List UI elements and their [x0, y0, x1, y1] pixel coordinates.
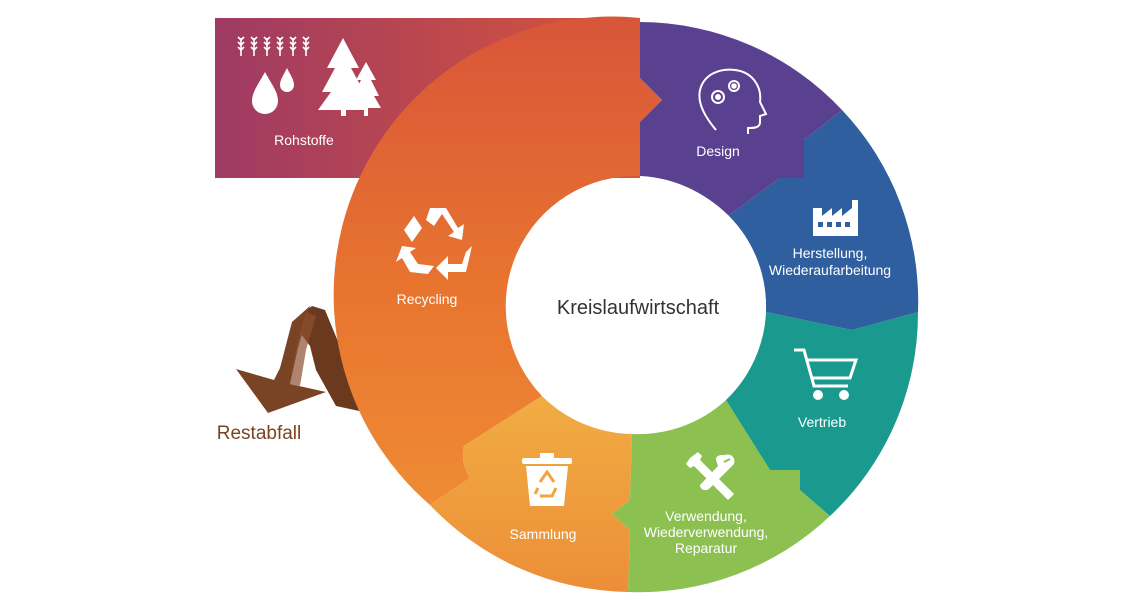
recycle-bin-icon	[522, 453, 572, 506]
segment-vertrieb	[726, 312, 919, 516]
recycle-icon	[396, 208, 472, 280]
verwendung-label-3: Reparatur	[675, 540, 738, 556]
center-title: Kreislaufwirtschaft	[557, 297, 720, 319]
sammlung-label: Sammlung	[510, 526, 577, 542]
recycling-label: Recycling	[397, 291, 458, 307]
wheat-icon	[237, 36, 310, 57]
vertrieb-label: Vertrieb	[798, 414, 846, 430]
restabfall-label: Restabfall	[217, 423, 302, 444]
verwendung-label-2: Wiederverwendung,	[644, 524, 769, 540]
herstellung-label-1: Herstellung,	[793, 245, 868, 261]
design-label: Design	[696, 143, 740, 159]
segment-verwendung	[612, 400, 830, 593]
verwendung-label-1: Verwendung,	[665, 508, 747, 524]
segment-recycling	[333, 16, 662, 506]
restabfall-arrow	[236, 306, 364, 413]
factory-icon	[813, 200, 858, 236]
segment-design	[640, 22, 842, 216]
water-drop-icon	[252, 68, 294, 114]
tools-icon	[686, 452, 735, 500]
restabfall-arrow-head	[236, 306, 326, 413]
center-circle	[510, 178, 766, 434]
shopping-cart-icon	[794, 348, 859, 400]
head-gears-icon	[698, 68, 768, 134]
rohstoffe-label: Rohstoffe	[274, 132, 334, 148]
herstellung-label-2: Wiederaufarbeitung	[769, 262, 891, 278]
trees-icon	[318, 38, 381, 116]
